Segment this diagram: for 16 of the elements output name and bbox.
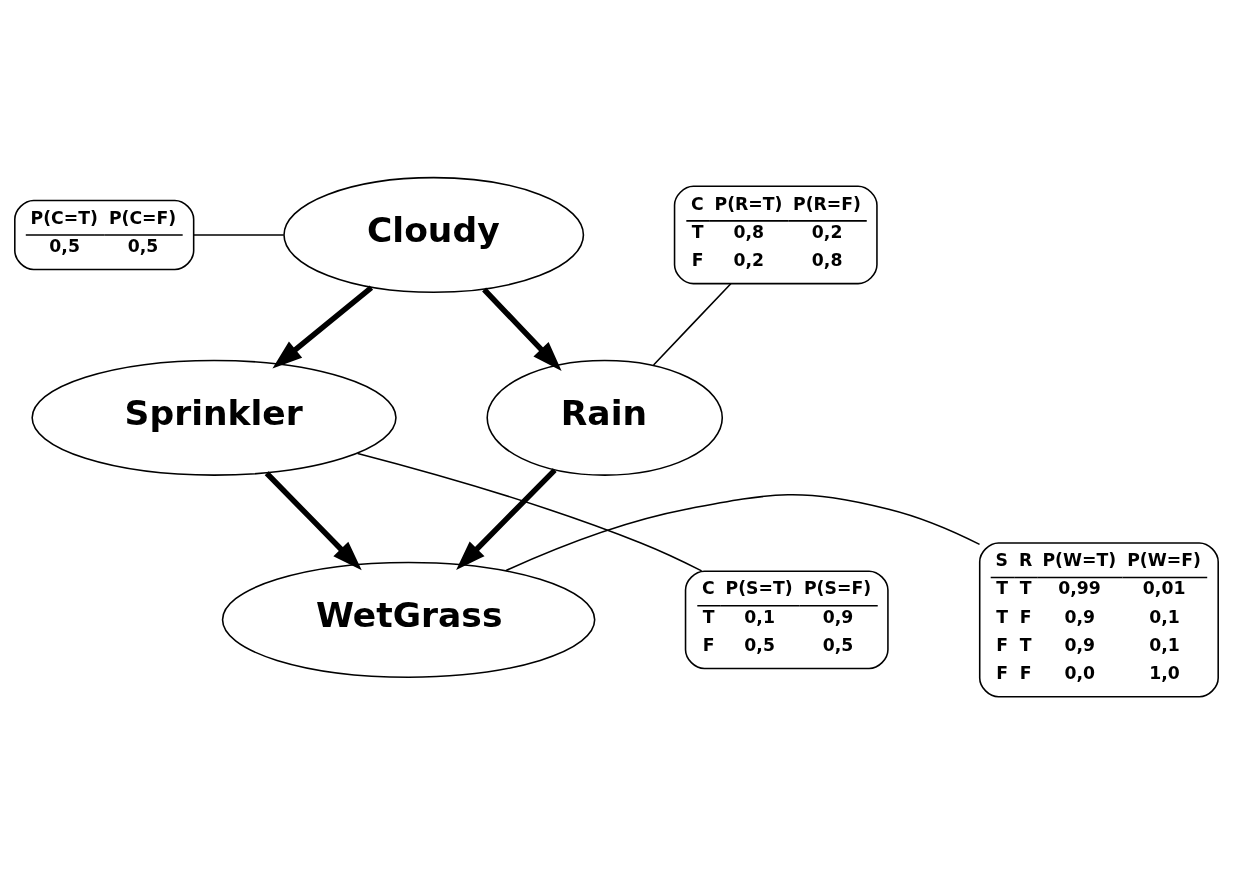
node-ellipse: Rain — [486, 359, 724, 476]
arrow — [264, 470, 362, 570]
node-ellipse: Sprinkler — [31, 359, 397, 476]
node-box: C P(S=T) P(S=F) T 0,1 0,9 F 0,5 0,5 — [684, 569, 889, 669]
connector — [652, 282, 732, 366]
node-box: P(C=T) P(C=F) 0,5 0,5 — [14, 199, 195, 270]
node-box: S R P(W=T) P(W=F) T T 0,99 0,01 T F 0,9 0,1 F T 0,9 0,1 F F 0,0 1,0 — [978, 541, 1219, 697]
arrow — [456, 467, 557, 570]
node-ellipse: WetGrass — [221, 561, 596, 678]
node-box: C P(R=T) P(R=F) T 0,8 0,2 F 0,2 0,8 — [673, 185, 878, 284]
connector — [356, 452, 703, 572]
arrow — [482, 287, 562, 371]
connector — [192, 233, 285, 236]
connector — [505, 493, 981, 571]
node-ellipse: Cloudy — [283, 176, 585, 293]
arrow — [272, 284, 374, 368]
